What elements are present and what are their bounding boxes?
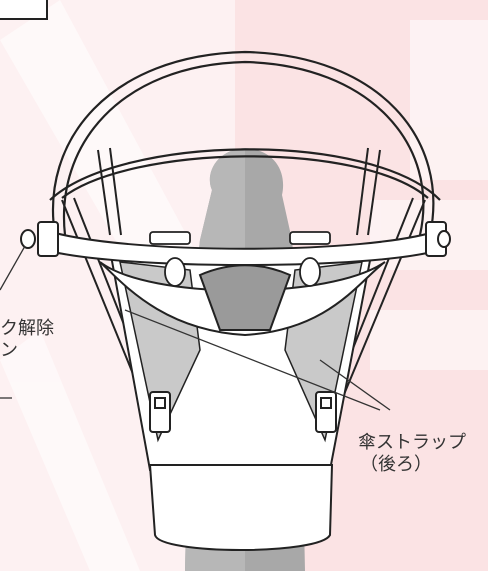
umbrella-strap-label: 傘ストラップ [358,432,466,453]
corner-frame [0,0,48,20]
release-button-label-line2: ン [0,340,18,361]
buckle-right [315,391,337,433]
umbrella-strap-sublabel: （後ろ） [360,454,432,475]
release-knob-right [425,221,451,257]
leader-lines [0,245,391,411]
seat-bottom [148,464,334,551]
buckle-left [149,391,171,433]
waist-belt [44,228,441,337]
release-knob-left [20,221,59,257]
canopy-frame [49,50,441,236]
release-button-label-line1: ク解除 [0,318,54,339]
